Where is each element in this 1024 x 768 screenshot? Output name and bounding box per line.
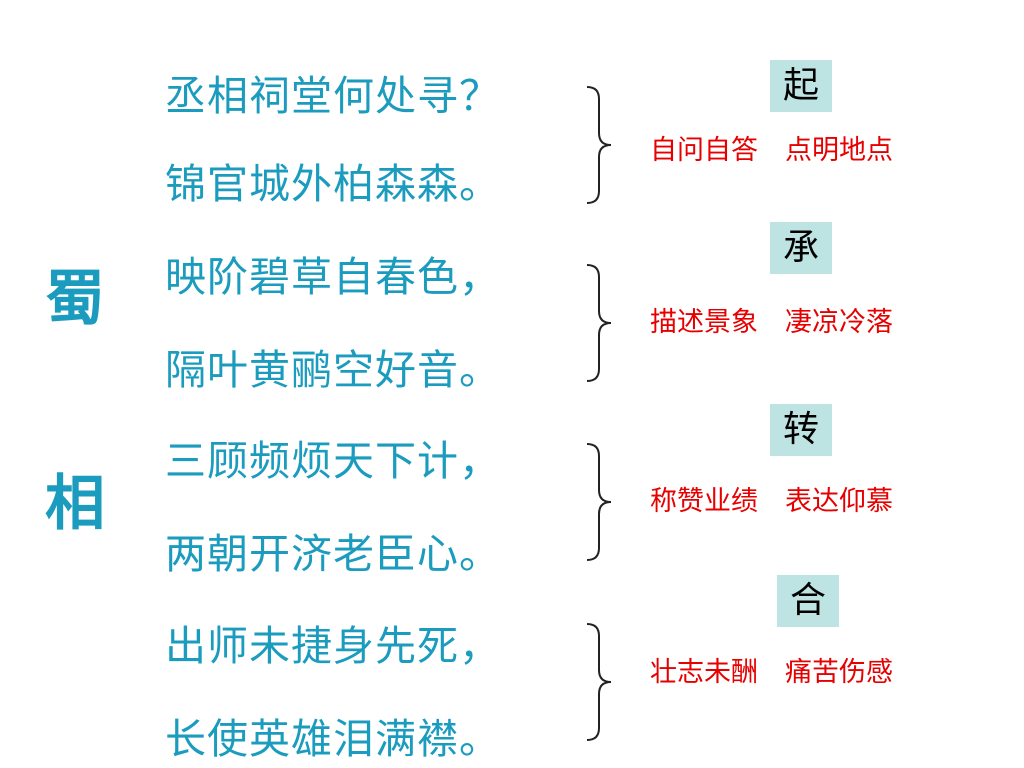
- section-note-1: 自问自答 点明地点: [650, 135, 893, 166]
- brace-2: [586, 264, 612, 382]
- poem-line-2: 锦官城外柏森森。: [165, 160, 501, 208]
- section-tag-he: 合: [777, 575, 839, 627]
- poem-line-3: 映阶碧草自春色，: [165, 253, 501, 301]
- brace-3: [586, 443, 612, 561]
- title-char-shu: 蜀: [45, 264, 105, 334]
- poem-line-8: 长使英雄泪满襟。: [165, 715, 501, 763]
- section-note-3: 称赞业绩 表达仰慕: [650, 486, 893, 517]
- section-tag-zhuan: 转: [770, 404, 832, 456]
- poem-line-7: 出师未捷身先死，: [165, 622, 501, 670]
- poem-line-5: 三顾频烦天下计，: [165, 437, 501, 485]
- section-note-4: 壮志未酬 痛苦伤感: [650, 657, 893, 688]
- section-tag-cheng: 承: [770, 222, 832, 274]
- title-char-xiang: 相: [45, 469, 105, 539]
- poem-line-6: 两朝开济老臣心。: [165, 530, 501, 578]
- section-tag-qi: 起: [770, 60, 832, 112]
- section-note-2: 描述景象 凄凉冷落: [650, 307, 893, 338]
- poem-line-4: 隔叶黄鹂空好音。: [165, 346, 501, 394]
- poem-line-1: 丞相祠堂何处寻？: [165, 72, 501, 120]
- brace-1: [586, 86, 612, 204]
- brace-4: [586, 623, 612, 741]
